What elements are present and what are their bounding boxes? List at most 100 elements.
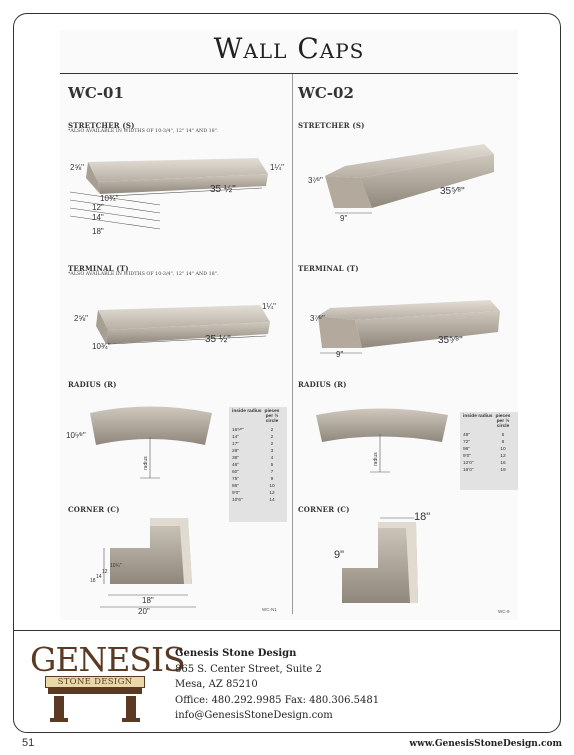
wc02-s-length: 35⁵⁄⁸"	[440, 186, 465, 197]
radius-table-row: 46"5	[232, 462, 284, 469]
wc01-stretcher-note: *ALSO AVAILABLE IN WIDTHS OF 10-3/4", 12…	[68, 129, 219, 134]
radius-cell: 72"	[463, 440, 471, 445]
wc01-s-w14: 14"	[92, 213, 104, 222]
company-address-line1: 865 S. Center Street, Suite 2	[175, 663, 322, 675]
wc01-corner-label: CORNER (C)	[68, 505, 120, 514]
wc01-code: WC-N1	[262, 607, 277, 612]
radius-cell: 38"	[232, 456, 240, 461]
wc01-s-h-left: 2⅝"	[70, 163, 84, 172]
wc02-t-length: 35⁵⁄⁸"	[438, 335, 463, 346]
pieces-cell: 10	[269, 484, 275, 489]
pieces-cell: 9	[270, 477, 274, 482]
pieces-cell: 8	[501, 440, 505, 445]
wc01-radius-drawing	[90, 406, 212, 479]
website-link[interactable]: www.GenesisStoneDesign.com	[409, 739, 562, 749]
wc01-c-w20: 20"	[138, 607, 150, 616]
radius-table-row: 10'6" 14	[232, 497, 284, 504]
radius-cell: 48"	[463, 433, 471, 438]
radius-table-row: 75"9	[232, 476, 284, 483]
radius-cell: 12'0"	[463, 461, 474, 466]
wc01-c-d4: 18	[90, 578, 96, 584]
wc02-t-width: 9"	[336, 350, 344, 359]
logo-column-left	[54, 696, 64, 718]
wc02-code: WC-9	[498, 609, 510, 614]
logo-column-right	[126, 696, 136, 718]
radius-cell: 14"	[232, 435, 240, 440]
radius-table-row: 17"2	[232, 441, 284, 448]
radius-cell: 10'6"	[232, 498, 243, 503]
radius-table-row: 9'0" 12	[232, 490, 284, 497]
wc02-s-width: 9"	[340, 214, 348, 223]
wc01-s-h-right: 1¼"	[270, 163, 284, 172]
company-info: Genesis Stone Design 865 S. Center Stree…	[175, 646, 379, 724]
pieces-cell: 12	[269, 491, 275, 496]
wc02-corner-label: CORNER (C)	[298, 505, 350, 514]
genesis-logo	[48, 688, 142, 722]
radius-table-row: 60"7	[232, 469, 284, 476]
pieces-cell: 19	[500, 468, 506, 473]
wc02-radius-drawing	[316, 408, 448, 473]
radius-cell: 28"	[232, 449, 240, 454]
wc02-table-header-radius: inside radius	[463, 414, 493, 419]
logo-subtitle: STONE DESIGN	[45, 676, 145, 688]
pieces-cell: 12	[500, 454, 506, 459]
company-address-line2: Mesa, AZ 85210	[175, 679, 258, 690]
pieces-cell: 14	[269, 498, 275, 503]
pieces-cell: 16	[500, 461, 506, 466]
wc01-r-width: 10⁵⁄⁸"	[66, 431, 86, 440]
radius-cell: 96"	[463, 447, 471, 452]
wc02-stretcher-drawing	[325, 144, 494, 214]
page-number: 51	[22, 737, 35, 749]
wc01-terminal-label: TERMINAL (T)	[68, 264, 129, 273]
wc01-stretcher-label: STRETCHER (S)	[68, 121, 135, 130]
wc02-c-w18: 18"	[414, 511, 431, 523]
pieces-cell: 5	[270, 463, 274, 468]
wc01-c-w18: 18"	[142, 596, 154, 605]
radius-table-row: 12'0" 16	[463, 460, 515, 467]
radius-cell: 9'0"	[232, 491, 240, 496]
wc01-terminal-note: *ALSO AVAILABLE IN WIDTHS OF 10-3/4", 12…	[68, 272, 219, 277]
wc01-r-radius: radius	[143, 456, 149, 470]
logo-wordmark: GENESIS	[30, 640, 186, 679]
company-email[interactable]: info@GenesisStoneDesign.com	[175, 710, 333, 721]
radius-table-row: 48" 5	[463, 432, 515, 439]
wc01-terminal-drawing	[96, 305, 270, 345]
radius-table-row: 38"4	[232, 455, 284, 462]
pieces-cell: 10	[500, 447, 506, 452]
wc01-corner-drawing	[100, 518, 196, 608]
pieces-cell: 2	[270, 428, 274, 433]
radius-cell: 60"	[232, 470, 240, 475]
wc02-radius-label: RADIUS (R)	[298, 380, 347, 389]
pieces-cell: 3	[270, 449, 274, 454]
wc01-c-d3: 14	[96, 574, 102, 580]
wc02-s-h: 3⁷⁄⁸"	[308, 176, 323, 185]
pieces-cell: 5	[501, 433, 505, 438]
wc01-t-h-left: 2⅝"	[74, 314, 88, 323]
footer-rule	[13, 630, 561, 631]
wc01-t-width: 10¾"	[92, 342, 111, 351]
wc01-heading: WC-01	[68, 84, 124, 102]
radius-table-row: 14" 2	[232, 434, 284, 441]
page-title: Wall Caps	[213, 32, 365, 65]
company-name: Genesis Stone Design	[175, 648, 297, 659]
radius-table-row: 9'0"12	[463, 453, 515, 460]
wc02-c-w9: 9"	[334, 549, 345, 561]
wc01-s-width: 10¾"	[100, 194, 119, 203]
wc02-r-radius: radius	[373, 452, 379, 466]
wc01-table-header-radius: inside radius	[232, 409, 262, 414]
company-phone: Office: 480.292.9985 Fax: 480.306.5481	[175, 694, 380, 706]
wc01-c-d2: 12	[102, 569, 108, 575]
column-divider	[292, 74, 293, 614]
radius-table-row: 16⁵⁄⁸"2	[232, 427, 284, 434]
page-frame	[13, 13, 561, 733]
pieces-cell: 2	[270, 435, 274, 440]
wc01-table-header-pieces: pieces per ½ circle	[264, 409, 280, 424]
wc01-t-length: 35 ½"	[205, 334, 231, 345]
wc02-corner-drawing	[342, 517, 418, 603]
radius-cell: 17"	[232, 442, 240, 447]
radius-table-row: 96" 10	[463, 446, 515, 453]
radius-table-row: 28" 3	[232, 448, 284, 455]
